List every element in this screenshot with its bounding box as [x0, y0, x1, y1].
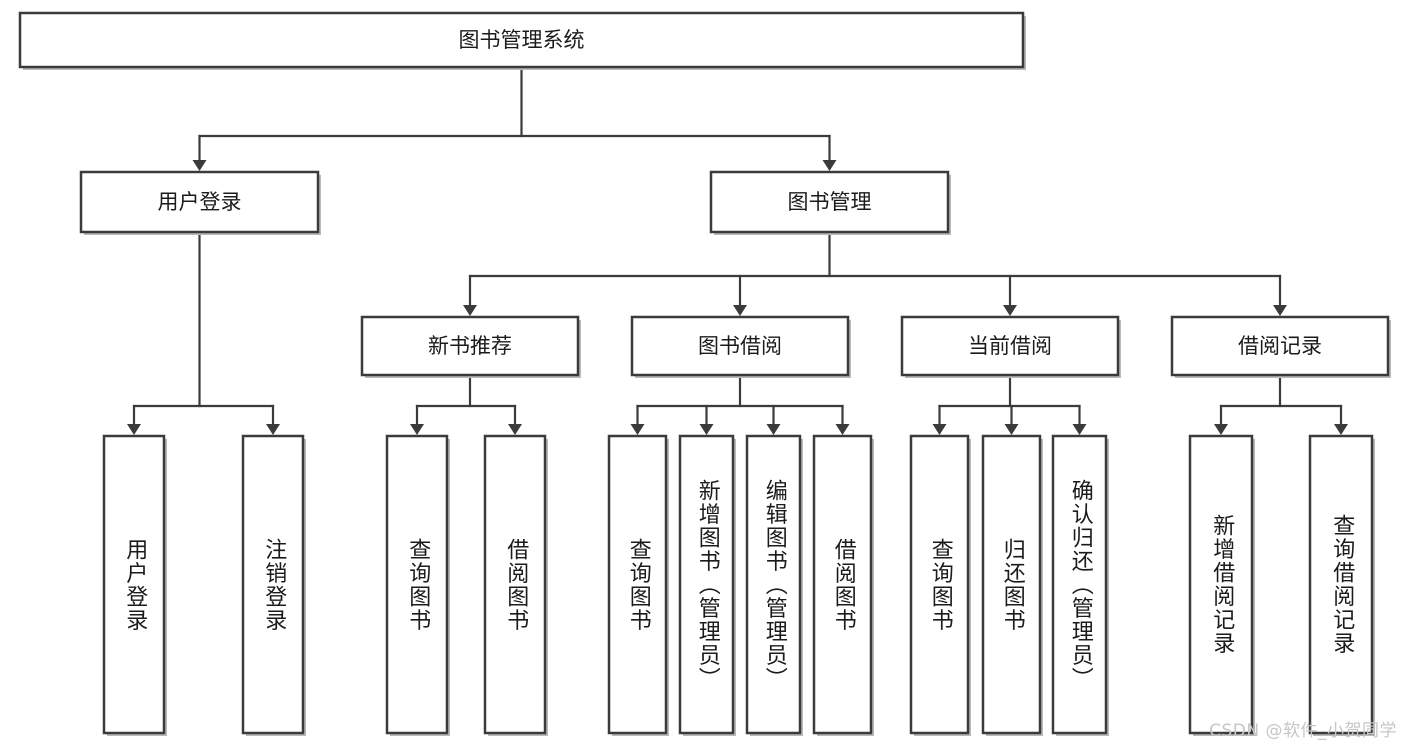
node-leaf-return-book[interactable]: [981, 434, 1043, 736]
node-leaf-user-login[interactable]: [102, 434, 167, 736]
edge-arrowhead-icon: [1334, 424, 1348, 435]
node-root[interactable]: [18, 11, 1026, 70]
node-leaf-add-record[interactable]: [1188, 434, 1255, 736]
edge-arrowhead-icon: [699, 424, 714, 435]
edge-arrowhead-icon: [1214, 424, 1228, 435]
node-leaf-query-book-2[interactable]: [607, 434, 669, 736]
node-borrow-record-label: 借阅记录: [1238, 334, 1322, 358]
node-leaf-confirm-return[interactable]: [1051, 434, 1109, 736]
edge-arrowhead-icon: [630, 424, 645, 435]
edge-group-user-login: [127, 230, 280, 435]
node-current-borrow-label: 当前借阅: [968, 334, 1052, 358]
node-new-book-recommend[interactable]: [360, 315, 581, 378]
edge-arrowhead-icon: [192, 160, 207, 171]
node-leaf-edit-book[interactable]: [745, 434, 803, 736]
edge-group-book-manage: [463, 230, 1287, 316]
edge-group-borrow-record: [1214, 373, 1348, 435]
edge-arrowhead-icon: [1273, 305, 1287, 316]
edge-arrowhead-icon: [410, 424, 424, 435]
node-book-borrow-label: 图书借阅: [698, 334, 782, 358]
edge-arrowhead-icon: [127, 424, 141, 435]
edge-arrowhead-icon: [1004, 424, 1019, 435]
edge-group-book-borrow: [630, 373, 850, 435]
node-current-borrow[interactable]: [900, 315, 1121, 378]
edge-arrowhead-icon: [266, 424, 280, 435]
edge-arrowhead-icon: [508, 424, 522, 435]
node-leaf-query-record[interactable]: [1308, 434, 1375, 736]
node-leaf-query-book-3[interactable]: [909, 434, 971, 736]
node-book-manage-label: 图书管理: [788, 190, 872, 214]
edge-group-new-book-recommend: [410, 373, 522, 435]
node-new-book-recommend-label: 新书推荐: [428, 334, 512, 358]
edge-arrowhead-icon: [766, 424, 781, 435]
node-user-login-label: 用户登录: [158, 190, 242, 214]
edge-group-root: [192, 65, 837, 171]
node-root-label: 图书管理系统: [459, 28, 585, 52]
edge-arrowhead-icon: [1003, 305, 1017, 316]
edge-arrowhead-icon: [822, 160, 837, 171]
node-borrow-record[interactable]: [1170, 315, 1391, 378]
edge-arrowhead-icon: [463, 305, 477, 316]
node-book-borrow[interactable]: [630, 315, 851, 378]
node-user-login[interactable]: [79, 170, 321, 235]
edge-arrowhead-icon: [835, 424, 850, 435]
edge-arrowhead-icon: [733, 305, 747, 316]
node-leaf-add-book[interactable]: [678, 434, 736, 736]
edge-group-current-borrow: [932, 373, 1087, 435]
node-leaf-borrow-book-1[interactable]: [483, 434, 548, 736]
edge-arrowhead-icon: [1072, 424, 1087, 435]
node-leaf-borrow-book-2[interactable]: [812, 434, 874, 736]
node-book-manage[interactable]: [709, 170, 951, 235]
edges-layer: [127, 65, 1348, 435]
node-leaf-query-book-1[interactable]: [385, 434, 450, 736]
edge-arrowhead-icon: [932, 424, 947, 435]
node-leaf-logout[interactable]: [241, 434, 306, 736]
watermark-text: CSDN @软件_小贺同学: [1209, 721, 1397, 741]
